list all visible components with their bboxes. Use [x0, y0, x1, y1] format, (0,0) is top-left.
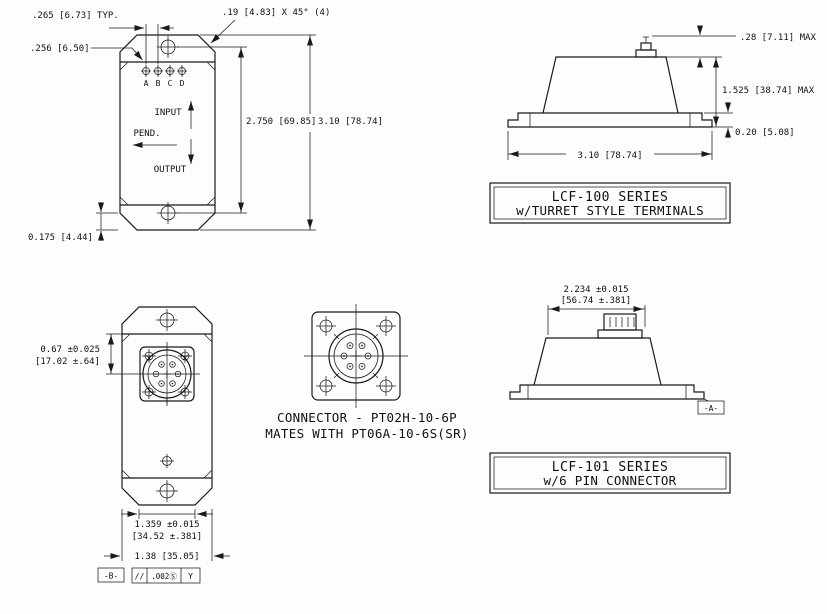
connector-side	[597, 313, 643, 339]
dim-terminal-spacing-text: .265 [6.73] TYP.	[32, 11, 119, 21]
dim-chamfer-text: .19 [4.83] X 45° (4)	[222, 8, 330, 18]
dim-connector-center-mm: [17.02 ±.64]	[35, 357, 100, 367]
dim-chamfer: .19 [4.83] X 45° (4)	[210, 8, 330, 44]
bayonet-ticks	[333, 333, 379, 379]
mounting-hole-bottom	[157, 202, 179, 224]
mounting-hole-top	[156, 309, 178, 331]
connector-caption-line1: CONNECTOR - PT02H-10-6P	[277, 410, 457, 425]
terminal-label-c: C	[168, 79, 173, 88]
dim-overall-width: 1.38 [35.05]	[104, 509, 230, 562]
pend-label: PEND.	[133, 129, 160, 139]
lcf100-title-line1: LCF-100 SERIES	[552, 190, 669, 205]
terminals: A B C D	[141, 65, 187, 88]
side-turret-view: .28 [7.11] MAX 1.525 [38.74] MAX 0.20 [5…	[489, 25, 816, 224]
input-label: INPUT	[154, 108, 182, 118]
mounting-hole-bottom	[156, 480, 178, 502]
fcf-datum: Y	[188, 572, 193, 581]
dim-hole-to-edge: 0.175 [4.44]	[28, 202, 118, 243]
body-chamfer-marks	[121, 333, 213, 479]
feature-control-frame: // .002Ⓢ Y	[131, 567, 201, 584]
connector-flange-holes	[142, 349, 192, 399]
part-outline	[119, 34, 216, 231]
lcf100-title-box: LCF-100 SERIES w/TURRET STYLE TERMINALS	[489, 182, 731, 224]
dim-connector-position-mm: [56.74 ±.381]	[561, 296, 631, 306]
fcf-tolerance: .002Ⓢ	[151, 572, 177, 581]
dim-terminal-offset-text: .256 [6.50]	[30, 44, 90, 54]
terminal-label-d: D	[180, 79, 185, 88]
base-plate	[507, 112, 713, 128]
datum-a-label: -A-	[704, 404, 718, 413]
axis-arrows: INPUT PEND. OUTPUT	[133, 101, 194, 175]
case-screw-hole	[160, 454, 174, 468]
dim-body-width-mm: [34.52 ±.381]	[132, 532, 202, 542]
dim-body-width: 1.359 ±0.015 [34.52 ±.381]	[121, 509, 213, 542]
dim-overall-length: 3.10 [78.74]	[200, 34, 383, 231]
dim-base-thickness-text: 0.20 [5.08]	[735, 128, 795, 138]
dim-connector-position: 2.234 ±0.015 [56.74 ±.381]	[547, 285, 646, 335]
dim-base-thickness: 0.20 [5.08]	[704, 102, 795, 138]
mounting-hole-top	[157, 36, 179, 58]
lcf101-title-box: LCF-101 SERIES w/6 PIN CONNECTOR	[489, 452, 731, 494]
connector-caption-line2: MATES WITH PT06A-10-6S(SR)	[265, 426, 468, 441]
connector-front	[106, 342, 200, 406]
connector-face-view: CONNECTOR - PT02H-10-6P MATES WITH PT06A…	[265, 304, 468, 441]
dim-overall-height: 1.525 [38.74] MAX	[712, 57, 815, 128]
front-connector-view: 0.67 ±0.025 [17.02 ±.64] 1.359 ±0.015 [3…	[35, 306, 230, 584]
datum-b-flag: -B-	[97, 567, 125, 583]
body-profile	[542, 56, 679, 114]
base-plate	[509, 384, 705, 400]
lcf100-title-line2: w/TURRET STYLE TERMINALS	[516, 203, 704, 218]
part-outline	[121, 306, 213, 506]
dim-connector-position-inch: 2.234 ±0.015	[563, 285, 628, 295]
flange-bolt-holes	[316, 316, 396, 396]
terminal-label-b: B	[156, 79, 161, 88]
lcf101-title-line2: w/6 PIN CONNECTOR	[543, 473, 676, 488]
dim-terminal-height: .28 [7.11] MAX	[652, 25, 816, 68]
centerlines	[304, 304, 408, 408]
dim-terminal-offset: .256 [6.50]	[30, 44, 143, 61]
dim-width: 3.10 [78.74]	[507, 131, 713, 161]
body-profile	[533, 337, 662, 386]
datum-b-label: -B-	[104, 572, 118, 581]
dim-terminal-height-text: .28 [7.11] MAX	[740, 33, 816, 43]
turret-terminal	[635, 36, 657, 58]
dim-body-width-inch: 1.359 ±0.015	[134, 520, 199, 530]
dim-overall-height-text: 1.525 [38.74] MAX	[722, 86, 815, 96]
fcf-symbol: //	[135, 572, 145, 581]
dim-hole-to-edge-text: 0.175 [4.44]	[28, 233, 93, 243]
output-label: OUTPUT	[154, 165, 187, 175]
dim-hole-spacing-text: 2.750 [69.85]	[246, 117, 316, 127]
dim-overall-length-text: 3.10 [78.74]	[318, 117, 383, 127]
datum-a-flag: -A-	[697, 398, 725, 415]
lcf101-title-line1: LCF-101 SERIES	[552, 460, 669, 475]
dim-width-text: 3.10 [78.74]	[577, 151, 642, 161]
front-turret-view: A B C D INPUT PEND. OUTPUT .265 [6.73] T…	[28, 8, 383, 243]
terminal-label-a: A	[144, 79, 149, 88]
dim-hole-spacing: 2.750 [69.85]	[177, 46, 316, 214]
side-connector-view: 2.234 ±0.015 [56.74 ±.381] -A- LCF-101 S…	[489, 285, 731, 494]
dim-connector-center-inch: 0.67 ±0.025	[40, 345, 100, 355]
dim-terminal-spacing: .265 [6.73] TYP.	[32, 11, 174, 65]
body-chamfer-marks	[119, 61, 216, 206]
dim-overall-width-text: 1.38 [35.05]	[134, 552, 199, 562]
dim-connector-center: 0.67 ±0.025 [17.02 ±.64]	[35, 333, 122, 374]
